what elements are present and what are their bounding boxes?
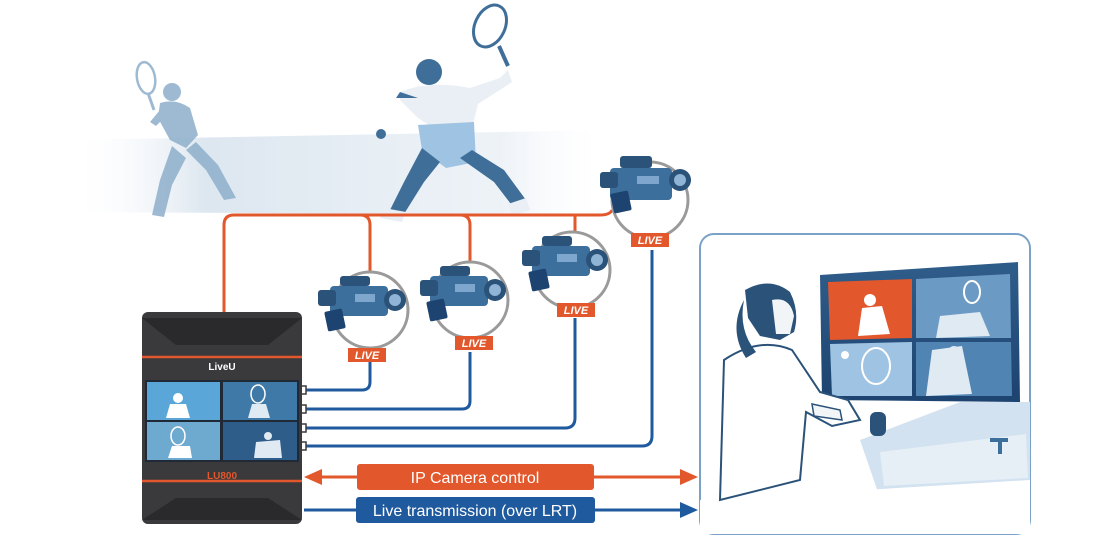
- live-badge-1-text: LIVE: [355, 350, 380, 362]
- control-label: IP Camera control: [411, 470, 540, 487]
- live-badge-2-text: LIVE: [462, 338, 487, 350]
- transmission-arrow: Live transmission (over LRT): [304, 497, 698, 523]
- transmission-lines: [304, 250, 654, 448]
- live-badge-3: LIVE: [557, 303, 595, 317]
- camera-1: LIVE: [318, 270, 410, 362]
- liveu-device: LiveU LU800: [142, 312, 302, 524]
- device-brand-label: LiveU: [208, 362, 235, 373]
- camera-2: LIVE: [420, 260, 510, 350]
- live-badge-1: LIVE: [348, 348, 386, 362]
- court-background: [70, 130, 610, 215]
- multiview-monitor: [820, 262, 1020, 402]
- live-badge-4: LIVE: [631, 233, 669, 247]
- camera-3: LIVE: [522, 230, 612, 317]
- live-badge-4-text: LIVE: [638, 235, 663, 247]
- device-model-label: LU800: [207, 471, 237, 482]
- production-station: [699, 233, 1031, 535]
- operator: [718, 283, 862, 502]
- live-badge-3-text: LIVE: [564, 305, 589, 317]
- transmission-label: Live transmission (over LRT): [373, 503, 577, 520]
- control-arrow: IP Camera control: [304, 464, 698, 490]
- live-badge-2: LIVE: [455, 336, 493, 350]
- control-desk: [700, 402, 1030, 534]
- tennis-player-foreground: [376, 3, 530, 222]
- tennis-player-background: [135, 60, 236, 217]
- camera-4: LIVE: [600, 156, 691, 247]
- device-screen: [145, 380, 299, 462]
